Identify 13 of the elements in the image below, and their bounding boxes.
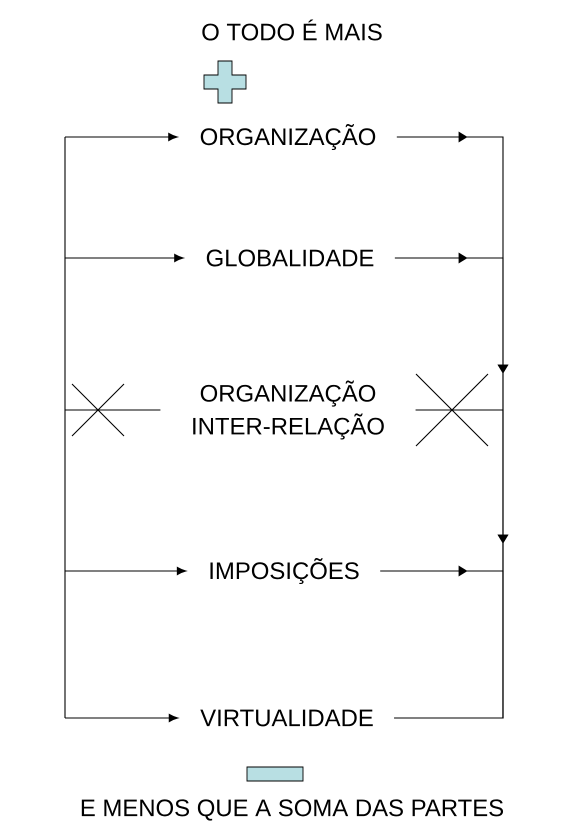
arrow [65,714,178,722]
node-label: GLOBALIDADE [206,250,374,266]
node-label: ORGANIZAÇÃO INTER-RELAÇÃO [193,380,384,440]
arrow [380,566,504,719]
node-label: IMPOSIÇÕES [210,558,359,584]
arrow [65,132,178,142]
caption: E MENOS QUE A SOMA DAS PARTES [82,799,504,821]
node-label: ORGANIZAÇÃO [200,124,376,150]
arrow [65,254,184,262]
arrow [65,566,186,576]
node-label: VIRTUALIDADE [200,710,373,726]
title: O TODO É MAIS [202,20,382,40]
line [64,137,66,718]
